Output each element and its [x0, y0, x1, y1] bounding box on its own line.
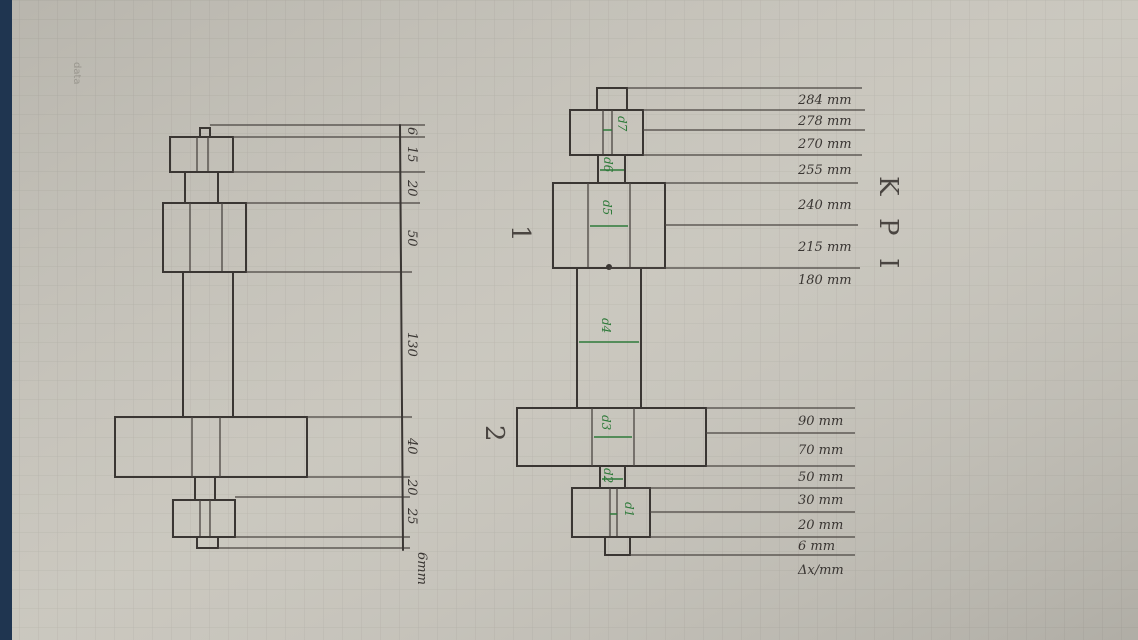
position-label: Δx/mm: [797, 563, 844, 578]
diameter-label: d4: [599, 318, 613, 333]
position-label: 270 mm: [797, 137, 852, 152]
diameter-label: d6: [601, 157, 615, 173]
corner-note: data: [71, 62, 82, 85]
position-label: 6 mm: [798, 539, 835, 554]
position-label: 215 mm: [797, 240, 852, 255]
dim-label: 130: [404, 332, 419, 357]
left-shaft-drawing: 6 15 20 50 130 40 20 25 6mm: [114, 124, 429, 585]
section-letter-p: P: [873, 218, 903, 236]
diameter-label: d5: [600, 200, 614, 215]
right-shaft-drawing: d7 d6 d5 d4 d3 d2 d1 1 2 K P I 284 mm 27…: [479, 87, 903, 578]
dim-label: 6mm: [414, 552, 429, 585]
section-letter-k: K: [873, 176, 903, 196]
dimension-line: [399, 124, 404, 551]
dim-label: 20: [404, 478, 419, 496]
dim-label: 20: [404, 179, 419, 197]
dim-label: 6: [404, 127, 419, 135]
shaft-number-1: 1: [505, 225, 535, 242]
shaft-number-2: 2: [479, 425, 509, 442]
desk-edge: [0, 0, 12, 640]
position-label: 278 mm: [797, 114, 852, 129]
position-label: 70 mm: [798, 443, 843, 458]
position-label: 90 mm: [798, 414, 843, 429]
dim-label: 25: [404, 507, 419, 525]
section-letter-i: I: [873, 258, 903, 268]
diameter-label: d3: [599, 415, 613, 431]
position-label: 30 mm: [798, 493, 843, 508]
position-label: 180 mm: [798, 273, 852, 288]
position-label: 255 mm: [797, 163, 852, 178]
position-label: 284 mm: [797, 93, 852, 108]
dim-label: 15: [404, 146, 419, 163]
diameter-label: d1: [622, 502, 636, 517]
diameter-label: d7: [615, 116, 629, 132]
position-label: 240 mm: [797, 198, 852, 213]
dim-label: 40: [404, 437, 419, 455]
diameter-label: d2: [601, 468, 615, 483]
position-label: 50 mm: [798, 470, 843, 485]
dim-label: 50: [404, 230, 419, 247]
position-label: 20 mm: [797, 518, 843, 533]
